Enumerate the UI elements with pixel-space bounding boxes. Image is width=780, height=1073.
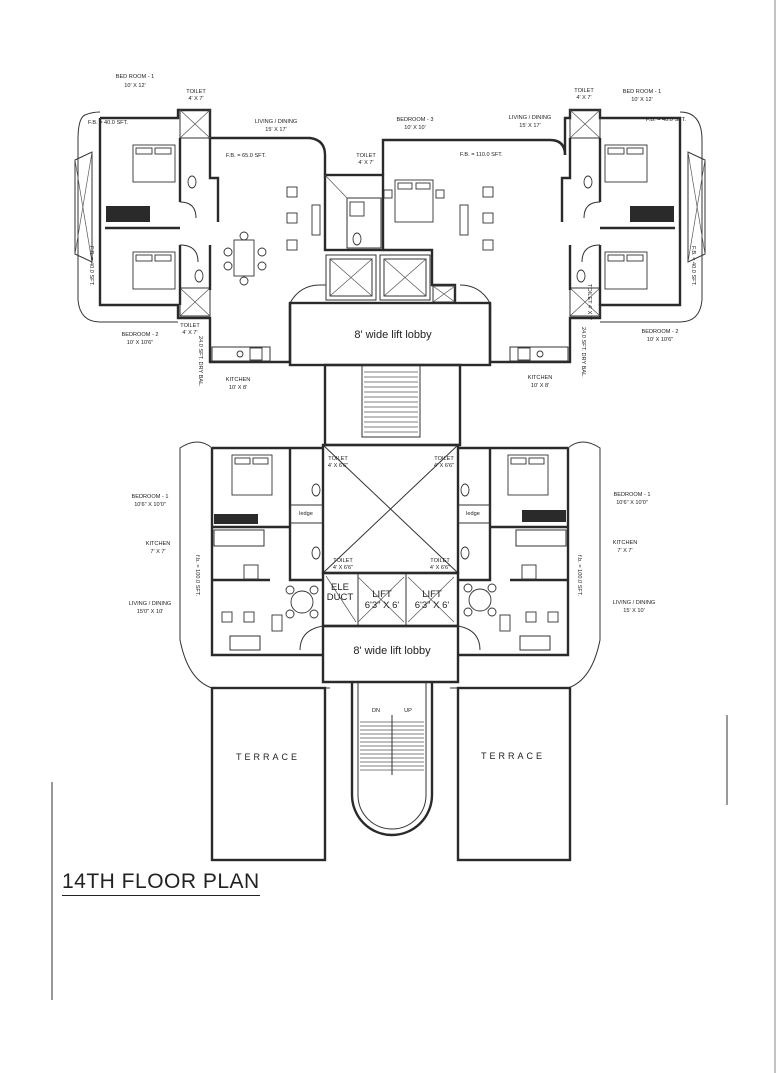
lower-block	[179, 441, 601, 862]
label-lower-left-toilet1-size: 4' X 6'6"	[328, 463, 348, 469]
label-lower-left-bedroom-size: 10'6" X 10'0"	[134, 502, 166, 508]
label-lift1-size: 6'3" X 6'	[365, 600, 400, 611]
upper-block	[74, 108, 706, 367]
label-right-drybal: 24.0 SFT. DRY BAL.	[580, 327, 586, 378]
label-left-living-size: 15' X 17'	[265, 127, 286, 133]
label-lower-left-kitchen: KITCHEN	[146, 541, 171, 547]
label-lower-left-toilet2: TOILET	[333, 558, 353, 564]
label-left-bedroom1-size: 10' X 12'	[124, 83, 145, 89]
label-left-toilet-top-size: 4' X 7'	[188, 96, 203, 102]
label-ele: ELE	[331, 582, 349, 593]
label-lower-right-fb: f.b. = 100.0 SFT.	[576, 555, 582, 597]
label-lower-right-toilet2-size: 4' X 6'6"	[430, 565, 450, 571]
label-lower-right-kitchen: KITCHEN	[613, 540, 638, 546]
label-lower-right-toilet1-size: 4' X 6'6"	[434, 463, 454, 469]
label-center-toilet-size: 4' X 7'	[358, 160, 373, 166]
label-lower-right-kitchen-size: 7' X 7'	[617, 548, 632, 554]
label-right-terrace: TERRACE	[481, 751, 545, 761]
label-left-fb-side: F.B. = 40.0 SFT.	[88, 246, 94, 286]
label-center-toilet: TOILET	[356, 153, 376, 159]
label-right-toilet-top: TOILET	[574, 88, 594, 94]
label-lower-left-kitchen-size: 7' X 7'	[150, 549, 165, 555]
label-right-fb-40: F.B. = 40.0 SFT.	[646, 117, 686, 123]
label-lower-right-bedroom: BEDROOM - 1	[614, 492, 651, 498]
label-right-bedroom2-size: 10' X 10'6"	[647, 337, 674, 343]
label-right-fb-110: F.B. = 110.0 SFT.	[460, 152, 503, 158]
label-left-toilet-bottom: TOILET	[180, 323, 200, 329]
label-left-bedroom1: BED ROOM - 1	[116, 74, 155, 80]
label-right-fb-side: F.B. = 40.0 SFT.	[690, 246, 696, 286]
labels-upper: BED ROOM - 1 10' X 12' TOILET 4' X 7' F.…	[88, 74, 696, 391]
label-bedroom3-size: 10' X 10'	[404, 125, 425, 131]
label-right-living: LIVING / DINING	[509, 115, 552, 121]
label-duct: DUCT	[327, 592, 354, 603]
label-lower-right-living: LIVING / DINING	[613, 600, 656, 606]
label-right-bedroom1: BED ROOM - 1	[623, 89, 662, 95]
label-left-toilet-top: TOILET	[186, 89, 206, 95]
label-right-living-size: 15' X 17'	[519, 123, 540, 129]
label-bedroom3: BEDROOM - 3	[397, 117, 434, 123]
label-lower-right-living-size: 15' X 10'	[623, 608, 644, 614]
label-left-living: LIVING / DINING	[255, 119, 298, 125]
label-lower-left-toilet2-size: 4' X 6'6"	[333, 565, 353, 571]
label-lower-left-ledge: ledge	[299, 511, 313, 517]
label-right-kitchen: KITCHEN	[528, 375, 553, 381]
label-lower-right-bedroom-size: 10'6" X 10'0"	[616, 500, 648, 506]
label-left-bedroom2: BEDROOM - 2	[122, 332, 159, 338]
label-lower-left-fb: f.b. = 100.0 SFT.	[194, 555, 200, 597]
label-right-kitchen-size: 10' X 8'	[531, 383, 549, 389]
label-left-toilet-bottom-size: 4' X 7'	[182, 330, 197, 336]
label-lower-right-toilet1: TOILET	[434, 456, 454, 462]
label-lift1: LIFT	[372, 589, 392, 600]
label-right-bedroom1-size: 10' X 12'	[631, 97, 652, 103]
label-lift2: LIFT	[422, 589, 442, 600]
label-right-bedroom2: BEDROOM - 2	[642, 329, 679, 335]
label-left-fb-40: F.B. = 40.0 SFT.	[88, 120, 128, 126]
label-right-toilet-side: TOILET 4' X 7'	[586, 284, 592, 320]
label-left-fb-65: F.B. = 65.0 SFT.	[226, 153, 266, 159]
page-title: 14TH FLOOR PLAN	[62, 870, 260, 896]
labels-lower: TOILET 4' X 6'6" TOILET 4' X 6'6" BEDROO…	[129, 456, 656, 762]
label-up: UP	[404, 708, 412, 714]
label-lower-lobby: 8' wide lift lobby	[353, 645, 431, 657]
stair-connector	[323, 363, 462, 447]
label-right-toilet-top-size: 4' X 7'	[576, 95, 591, 101]
label-left-drybal: 24.0 SFT. DRY BAL.	[197, 336, 203, 387]
label-lift2-size: 6'3" X 6'	[415, 600, 450, 611]
label-lower-right-toilet2: TOILET	[430, 558, 450, 564]
label-lower-right-ledge: ledge	[466, 511, 480, 517]
label-dn: DN	[372, 708, 380, 714]
label-left-kitchen-size: 10' X 8'	[229, 385, 247, 391]
label-lower-left-living: LIVING / DINING	[129, 601, 172, 607]
label-left-terrace: TERRACE	[236, 752, 300, 762]
label-lower-left-living-size: 15'0" X 10'	[137, 609, 164, 615]
label-left-bedroom2-size: 10' X 10'6"	[127, 340, 154, 346]
label-left-kitchen: KITCHEN	[226, 377, 251, 383]
label-lower-left-toilet1: TOILET	[328, 456, 348, 462]
label-upper-lobby: 8' wide lift lobby	[354, 329, 432, 341]
label-lower-left-bedroom: BEDROOM - 1	[132, 494, 169, 500]
